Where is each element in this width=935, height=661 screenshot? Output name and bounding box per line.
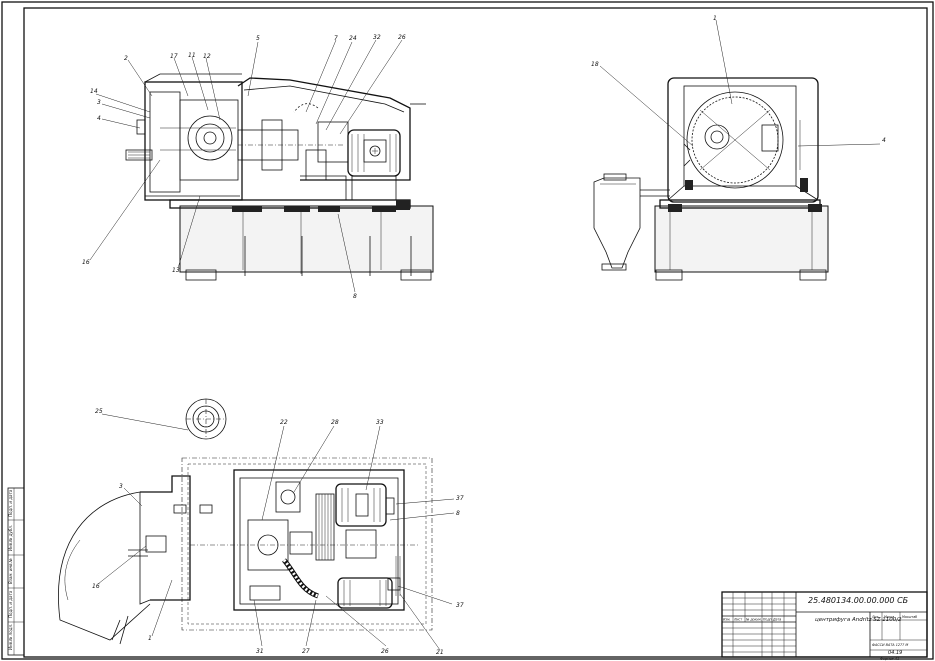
callout-plan-37a: 37 xyxy=(456,495,464,502)
callout-plan-8: 8 xyxy=(456,510,460,517)
callout-side-5: 5 xyxy=(256,35,260,42)
format-label: Формат А1 xyxy=(880,657,899,661)
front-view-leaders xyxy=(599,19,881,147)
callout-side-7: 7 xyxy=(334,35,338,42)
callout-side-17: 17 xyxy=(170,53,178,60)
drawing-title: центрифуга Andritz SZ 1100/2 xyxy=(815,617,902,623)
callout-plan-31: 31 xyxy=(256,648,264,655)
scale-label: Масштаб xyxy=(902,615,917,619)
doc-number: 25.480134.00.00.000 СБ xyxy=(808,596,909,605)
callout-plan-33: 33 xyxy=(376,419,384,426)
stage-label: Лит. xyxy=(871,615,879,619)
mass-label: Масса xyxy=(884,615,894,619)
callout-plan-27: 27 xyxy=(302,648,310,655)
rev-col-4: Подп. xyxy=(763,618,773,622)
rev-col-1: Изм. xyxy=(723,618,731,622)
front-foundation xyxy=(654,205,829,273)
stamp-cell-1: Инв.№ подл. xyxy=(8,624,13,650)
side-view xyxy=(125,73,434,281)
callout-side-8: 8 xyxy=(353,293,357,300)
callout-plan-3: 3 xyxy=(119,483,123,490)
stamp-cell-2: Подп. и дата xyxy=(8,590,13,618)
callout-plan-1: 1 xyxy=(148,635,152,642)
callout-front-4: 4 xyxy=(882,137,886,144)
side-stamp: Инв.№ подл. Подп. и дата Взам. инв.№ Инв… xyxy=(7,487,25,656)
motor xyxy=(347,129,401,177)
centrifuge-housing xyxy=(144,81,243,201)
callout-side-16: 16 xyxy=(82,259,90,266)
side-view-leaders xyxy=(89,39,403,293)
callout-side-4: 4 xyxy=(97,115,101,122)
stamp-cell-5: Подп. и дата xyxy=(8,489,13,517)
motor-lower xyxy=(337,577,393,609)
callout-side-14: 14 xyxy=(90,88,98,95)
foundation-block xyxy=(179,205,434,273)
callout-plan-16: 16 xyxy=(92,583,100,590)
motor-upper xyxy=(335,483,387,527)
callout-side-13: 13 xyxy=(172,267,180,274)
callout-side-26: 26 xyxy=(398,34,406,41)
plan-frame xyxy=(233,469,405,611)
page-number: 04.19 xyxy=(888,650,902,656)
callout-front-1: 1 xyxy=(713,15,717,22)
callout-side-2: 2 xyxy=(124,55,128,62)
callout-side-32: 32 xyxy=(373,34,381,41)
rev-col-3: № докум. xyxy=(745,618,762,622)
callouts: 2 17 11 12 5 7 24 32 26 14 3 4 16 13 8 1… xyxy=(82,15,886,656)
callout-plan-25: 25 xyxy=(95,408,103,415)
plan-view xyxy=(58,398,433,645)
title-block: Изм. Лист № докум. Подп. Дата Лит. Масса… xyxy=(721,591,928,658)
callout-plan-28: 28 xyxy=(331,419,339,426)
stamp-cell-3: Взам. инв.№ xyxy=(8,558,13,584)
callout-side-24: 24 xyxy=(349,35,357,42)
rev-col-2: Лист xyxy=(733,618,742,622)
callout-side-3: 3 xyxy=(97,99,101,106)
stamp-cell-4: Инв.№ дубл. xyxy=(8,525,13,551)
callout-side-12: 12 xyxy=(203,53,211,60)
front-view xyxy=(593,77,829,281)
callout-plan-26: 26 xyxy=(381,648,389,655)
callout-plan-22: 22 xyxy=(280,419,288,426)
callout-plan-21: 21 xyxy=(436,649,444,656)
plan-view-leaders xyxy=(97,413,455,651)
group: ФАССИ ВАТА 1277 М xyxy=(872,643,908,647)
rev-col-5: Дата xyxy=(772,618,781,622)
callout-side-11: 11 xyxy=(188,52,196,59)
callout-plan-37b: 37 xyxy=(456,602,464,609)
callout-front-18: 18 xyxy=(591,61,599,68)
